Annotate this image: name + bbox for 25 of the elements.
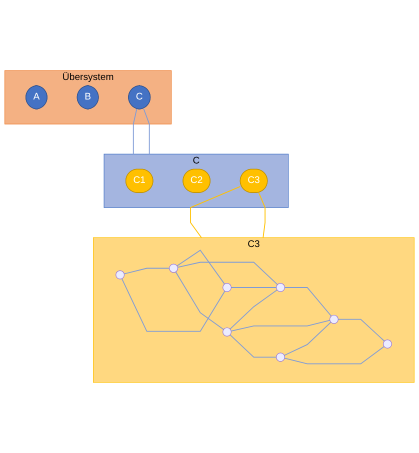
node-circle [169,264,178,273]
node-circle [222,327,232,336]
connector [175,271,224,330]
connector [143,108,150,155]
node-circle [116,270,125,280]
connector [284,287,332,317]
connector [230,334,277,358]
node-circle [222,282,232,292]
node-circle [329,314,338,324]
connector [284,346,385,364]
connector [284,322,332,356]
connector [132,108,138,155]
connector [177,262,278,286]
connector [190,186,241,238]
connector [121,278,226,332]
connector [230,290,278,330]
node-circle [382,339,392,348]
connector [230,287,277,288]
node-circle [276,352,285,362]
node-circle [276,282,285,292]
cluster: C3 [93,237,414,383]
connector [258,192,266,238]
connector [124,268,170,274]
connector [338,318,385,342]
connector [230,320,330,332]
